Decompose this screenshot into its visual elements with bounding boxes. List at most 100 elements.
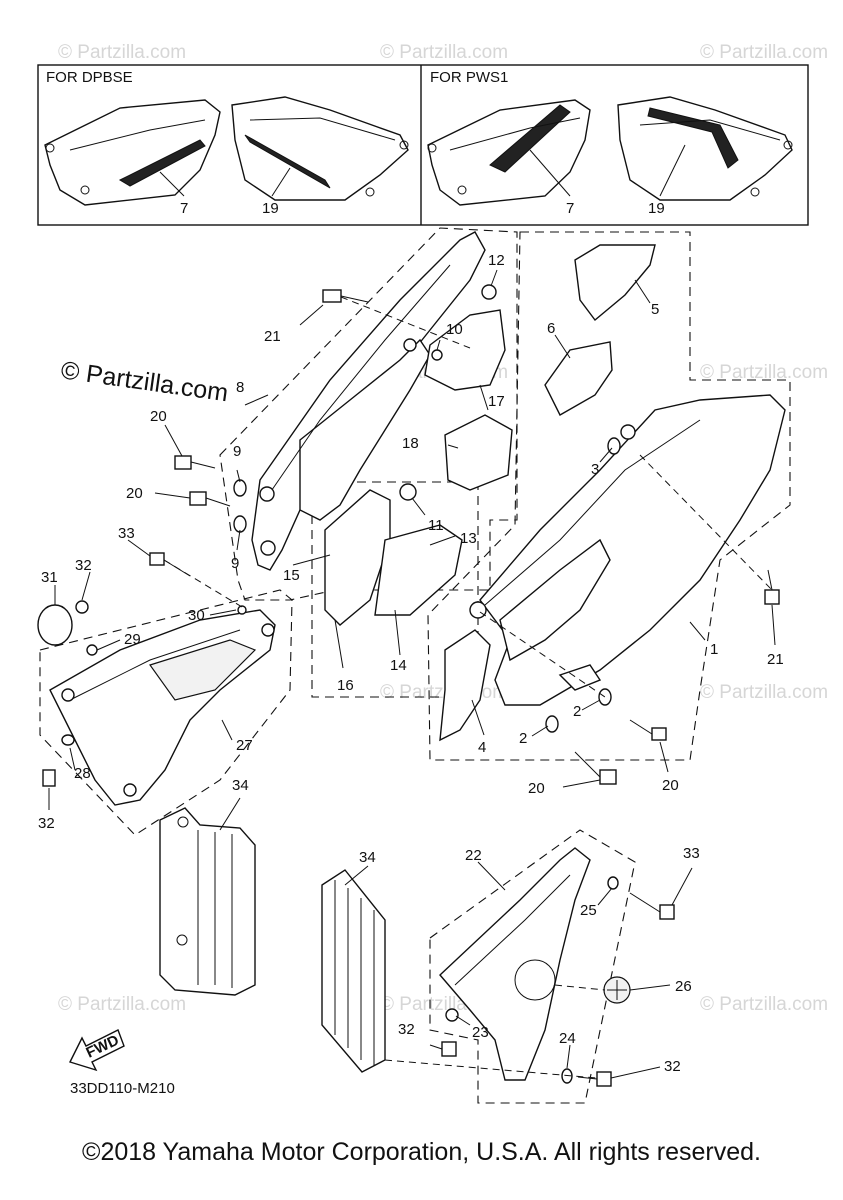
decal-5 xyxy=(574,244,656,322)
inset-header-dpbse: FOR DPBSE xyxy=(46,69,133,86)
grommet-32-top xyxy=(75,600,89,614)
watermark-tile: © Partzilla.com xyxy=(700,682,828,703)
callout-26: 26 xyxy=(675,978,692,995)
watermark-tile: © Partzilla.com xyxy=(700,362,828,383)
callout-12: 12 xyxy=(488,252,505,269)
inset-frame xyxy=(37,64,809,226)
diagram-code: 33DD110-M210 xyxy=(70,1080,175,1097)
callout-13: 13 xyxy=(460,530,477,547)
callout-21: 21 xyxy=(264,328,281,345)
leader-lines xyxy=(48,269,776,1079)
callout-6: 6 xyxy=(547,320,555,337)
inset-header-pws1: FOR PWS1 xyxy=(430,69,508,86)
callout-34: 34 xyxy=(359,849,376,866)
callout-27: 27 xyxy=(236,737,253,754)
inset-left-cover-19 xyxy=(231,96,409,201)
inset-callout-19: 19 xyxy=(648,200,665,217)
group-outlines xyxy=(39,227,791,1104)
collar-30 xyxy=(237,605,247,615)
watermark-tile: © Partzilla.com xyxy=(700,42,828,63)
watermark-tile: © Partzilla.com xyxy=(58,994,186,1015)
watermark-tile: © Partzilla.com xyxy=(58,42,186,63)
bolt-20-lower xyxy=(189,491,207,506)
bolt-32-left xyxy=(42,769,56,787)
part-1-side-cover xyxy=(469,394,786,706)
callout-14: 14 xyxy=(390,657,407,674)
callout-28: 28 xyxy=(74,765,91,782)
inset-right-cover-7 xyxy=(427,99,591,206)
callout-5: 5 xyxy=(651,301,659,318)
part-34-radiator-louver-left xyxy=(159,807,256,996)
fwd-arrow: FWD xyxy=(69,1029,125,1072)
washers xyxy=(61,437,621,1084)
decal-15 xyxy=(324,489,391,626)
bolt-20-right-b xyxy=(599,769,617,785)
bolt-20-right-a xyxy=(651,727,667,741)
decal-18 xyxy=(444,414,513,491)
washer-10 xyxy=(431,349,443,361)
bolt-20-upper xyxy=(174,455,192,470)
callout-32: 32 xyxy=(664,1058,681,1075)
bolt-21-right xyxy=(764,589,780,605)
bolt-33-left xyxy=(149,552,165,566)
watermark-tile: © Partzilla.com xyxy=(700,994,828,1015)
watermark-tile: © Partzilla.com xyxy=(380,42,508,63)
callout-29: 29 xyxy=(124,631,141,648)
callout-17: 17 xyxy=(488,393,505,410)
decal-6 xyxy=(544,341,613,416)
decals-5-6 xyxy=(544,244,656,416)
callout-20: 20 xyxy=(528,780,545,797)
callout-15: 15 xyxy=(283,567,300,584)
callout-20: 20 xyxy=(150,408,167,425)
callout-32: 32 xyxy=(398,1021,415,1038)
callout-32: 32 xyxy=(75,557,92,574)
callout-9: 9 xyxy=(231,555,239,572)
callout-30: 30 xyxy=(188,607,205,624)
callout-32: 32 xyxy=(38,815,55,832)
callout-8: 8 xyxy=(236,379,244,396)
callout-33: 33 xyxy=(683,845,700,862)
decal-17 xyxy=(424,309,506,391)
callout-33: 33 xyxy=(118,525,135,542)
callout-22: 22 xyxy=(465,847,482,864)
callout-23: 23 xyxy=(472,1024,489,1041)
callout-20: 20 xyxy=(126,485,143,502)
callout-16: 16 xyxy=(337,677,354,694)
callout-10: 10 xyxy=(446,321,463,338)
bolt-32-lower-right xyxy=(596,1071,612,1087)
bolt-21-top xyxy=(322,289,342,303)
callout-4: 4 xyxy=(478,739,486,756)
part-22-lower-cover xyxy=(439,847,591,1081)
callout-31: 31 xyxy=(41,569,58,586)
callout-20: 20 xyxy=(662,777,679,794)
bolt-32-lower-left xyxy=(441,1041,457,1057)
decal-13 xyxy=(374,524,463,616)
inset-left-cover-7 xyxy=(44,99,221,206)
brand-watermark: © Partzilla.com xyxy=(59,356,230,407)
part-34-radiator-louver-right xyxy=(321,869,386,1073)
inset-callout-7: 7 xyxy=(180,200,188,217)
callout-18: 18 xyxy=(402,435,419,452)
callout-3: 3 xyxy=(591,461,599,478)
copyright-notice: ©2018 Yamaha Motor Corporation, U.S.A. A… xyxy=(82,1138,761,1166)
inset-panels: FOR DPBSE FOR PWS1 xyxy=(37,64,809,226)
callout-21: 21 xyxy=(767,651,784,668)
bolt-33-right xyxy=(659,904,675,920)
inset-right-cover-19 xyxy=(617,96,793,201)
decal-4 xyxy=(439,629,491,742)
callout-11: 11 xyxy=(428,517,444,534)
decal-pieces xyxy=(324,284,513,626)
callout-1: 1 xyxy=(710,641,718,658)
inset-callout-7: 7 xyxy=(566,200,574,217)
bolts xyxy=(42,289,780,1087)
callout-2: 2 xyxy=(519,730,527,747)
emblem-31 xyxy=(37,604,73,646)
callout-24: 24 xyxy=(559,1030,576,1047)
inset-callout-19: 19 xyxy=(262,200,279,217)
washer-29 xyxy=(86,644,98,656)
part-27-radiator-cover xyxy=(49,609,276,806)
nut-12 xyxy=(481,284,497,300)
callout-34: 34 xyxy=(232,777,249,794)
callout-25: 25 xyxy=(580,902,597,919)
